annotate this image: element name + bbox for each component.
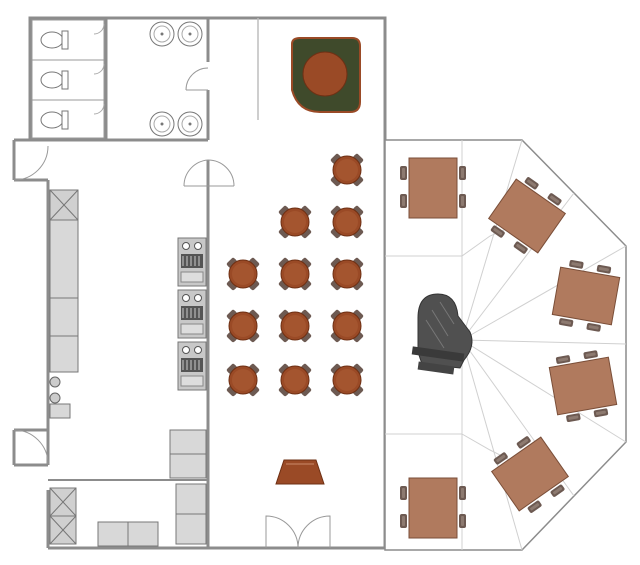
- round-table-icon: [329, 308, 365, 344]
- round-table-icon: [329, 204, 365, 240]
- toilet-icon: [40, 110, 69, 130]
- bar-counter: [291, 37, 361, 113]
- round-table-icon: [329, 152, 365, 188]
- door-swing-icon: [13, 145, 49, 181]
- sink-icon: [177, 21, 203, 47]
- sink-icon: [49, 376, 61, 388]
- door-swings: [13, 67, 331, 549]
- stove-icon: [177, 341, 207, 391]
- restroom-stalls: [31, 19, 105, 139]
- round-tables: [225, 152, 365, 398]
- round-table-icon: [277, 256, 313, 292]
- toilet-icon: [40, 70, 69, 90]
- rect-table-icon: [399, 157, 467, 219]
- interior-walls: [30, 18, 210, 548]
- round-table-icon: [225, 256, 261, 292]
- round-table-icon: [225, 308, 261, 344]
- sink-icon: [149, 111, 175, 137]
- round-table-icon: [277, 362, 313, 398]
- toilet-icon: [40, 30, 69, 50]
- door-swing-icon: [265, 515, 299, 549]
- round-table-icon: [277, 308, 313, 344]
- round-table-icon: [329, 362, 365, 398]
- door-swing-icon: [185, 67, 209, 91]
- door-swing-icon: [183, 159, 235, 187]
- sink-icon: [177, 111, 203, 137]
- round-table-icon: [329, 256, 365, 292]
- grand-piano-icon: [411, 293, 473, 375]
- round-table-icon: [277, 204, 313, 240]
- stove-icon: [177, 289, 207, 339]
- stove-icon: [177, 237, 207, 287]
- round-table-icon: [225, 362, 261, 398]
- sink-icon: [49, 392, 61, 404]
- sink-icon: [149, 21, 175, 47]
- host-stand-icon: [275, 459, 325, 485]
- rect-table-icon: [399, 477, 467, 539]
- door-swing-icon: [13, 429, 49, 465]
- kitchen-equipment: [49, 189, 207, 547]
- sinks: [149, 21, 203, 137]
